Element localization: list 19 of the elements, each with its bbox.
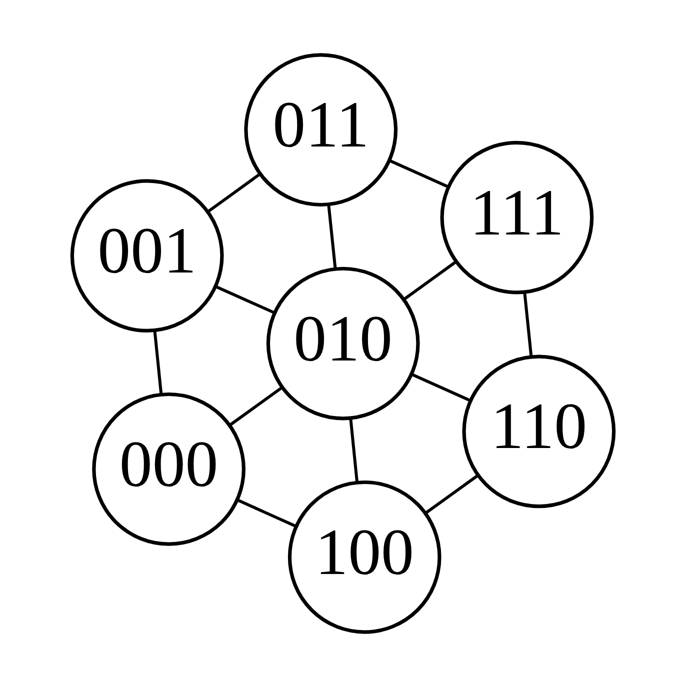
connector [327, 204, 337, 268]
node-circle: 110 [462, 354, 616, 508]
connector [403, 260, 458, 300]
node-circle: 010 [266, 266, 420, 420]
node-circle: 111 [440, 140, 594, 294]
connector [349, 418, 359, 482]
connector [215, 284, 275, 314]
connector [153, 330, 163, 394]
connector [236, 498, 296, 528]
node-circle: 001 [70, 178, 224, 332]
node-circle: 011 [244, 52, 398, 206]
node-circle: 100 [288, 480, 442, 634]
node-circle: 000 [92, 392, 246, 546]
connector [410, 372, 471, 402]
connector [424, 474, 479, 514]
connector [207, 172, 261, 212]
connector [523, 292, 533, 356]
connector [229, 386, 283, 426]
connector [388, 158, 449, 188]
